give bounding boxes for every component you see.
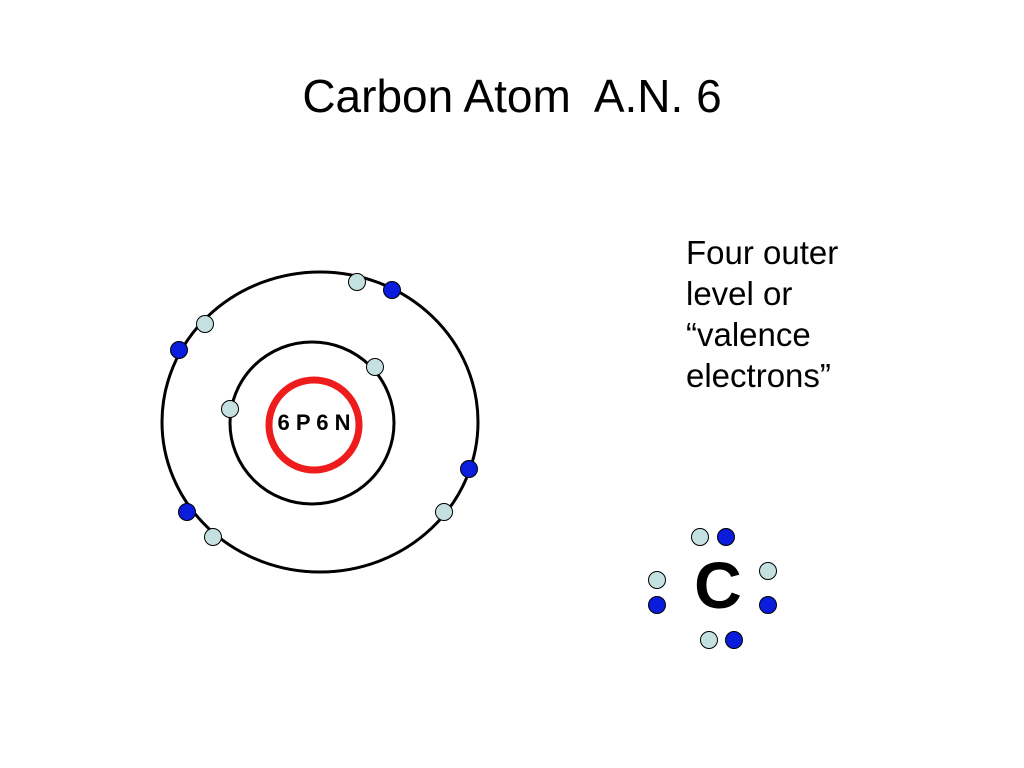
outer-shell-orbit [160,270,480,574]
outer-shell-electron [170,341,188,359]
description-line: “valence [686,316,811,353]
lewis-dot-electron [759,562,777,580]
element-symbol: C [694,548,742,622]
outer-shell-electron [460,460,478,478]
lewis-dot-electron [725,631,743,649]
valence-description: Four outer level or “valence electrons” [686,232,838,396]
lewis-dot-electron [648,571,666,589]
lewis-dot-electron [648,596,666,614]
inner-shell-electron [366,358,384,376]
outer-shell-electron [204,528,222,546]
lewis-dot-electron [700,631,718,649]
nucleus-ring [265,376,363,474]
outer-shell-electron [383,281,401,299]
lewis-dot-electron [717,528,735,546]
outer-shell-electron [348,273,366,291]
inner-shell-electron [221,400,239,418]
outer-shell-electron [178,503,196,521]
slide-title: Carbon Atom A.N. 6 [302,70,722,122]
description-line: electrons” [686,357,831,394]
description-line: level or [686,275,793,312]
inner-shell-orbit [228,340,396,506]
lewis-dot-electron [691,528,709,546]
description-line: Four outer [686,234,839,271]
outer-shell-electron [196,315,214,333]
lewis-dot-electron [759,596,777,614]
outer-shell-electron [435,503,453,521]
nucleus-label: 6 P 6 N [277,410,351,435]
